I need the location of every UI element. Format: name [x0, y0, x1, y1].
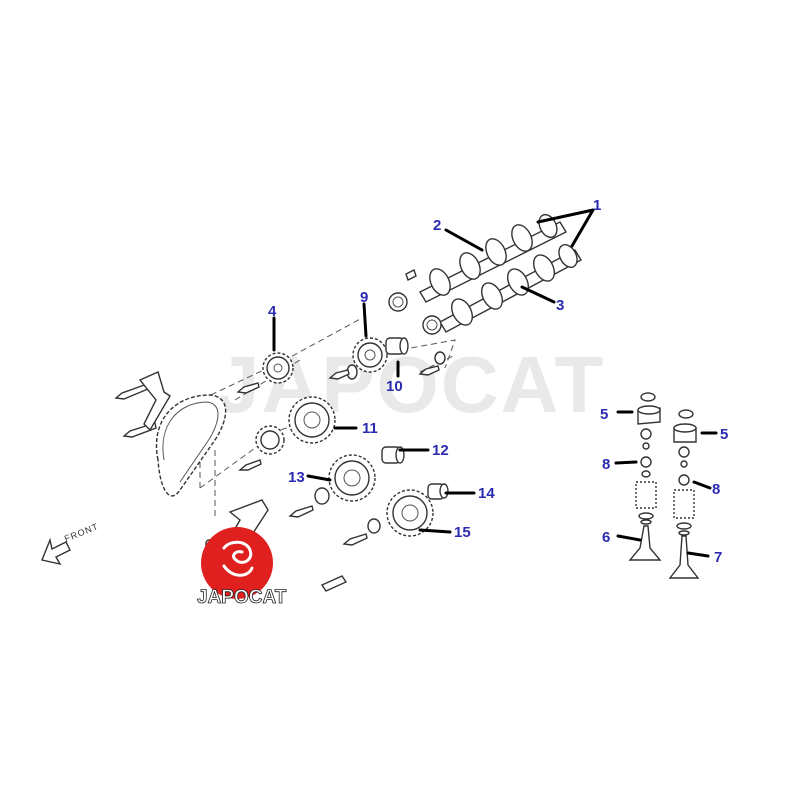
camshaft-exhaust-sprocket [422, 315, 442, 335]
callout-2: 2 [433, 217, 441, 234]
callout-15: 15 [454, 524, 471, 541]
callout-4: 4 [268, 303, 277, 320]
gear-part-15 [386, 489, 434, 537]
brand-logo: JAPOCAT [197, 527, 287, 608]
gear-part-13 [328, 454, 376, 502]
gear-small-left [255, 425, 285, 455]
callout-10: 10 [386, 378, 403, 395]
callout-14: 14 [478, 485, 495, 502]
callouts: 1 2 3 4 5 5 6 7 8 8 9 10 11 12 13 14 15 [268, 197, 728, 566]
front-direction-arrow: FRONT [41, 521, 100, 566]
gear-part-9 [352, 337, 388, 373]
gear-part-4 [262, 352, 294, 384]
callout-7: 7 [714, 549, 722, 566]
timing-chain [155, 394, 227, 497]
callout-11: 11 [362, 420, 378, 437]
callout-9: 9 [360, 289, 368, 306]
camshaft-exhaust [422, 244, 582, 335]
callout-5-left: 5 [600, 406, 608, 423]
callout-3: 3 [556, 297, 564, 314]
hub-part-14 [427, 483, 449, 500]
callout-5-right: 5 [720, 426, 728, 443]
hub-part-10 [385, 337, 409, 355]
callout-13: 13 [288, 469, 305, 486]
callout-12: 12 [432, 442, 449, 459]
callout-8-left: 8 [602, 456, 610, 473]
cat-mark-icon [222, 540, 254, 577]
gear-part-11 [288, 396, 336, 444]
front-label: FRONT [63, 521, 100, 544]
camshaft-intake-sprocket [388, 292, 408, 312]
hub-part-12 [381, 446, 405, 464]
callout-6: 6 [602, 529, 610, 546]
leader-lines [272, 208, 718, 558]
valve-assembly-left [628, 392, 662, 561]
valve-assembly-right [668, 409, 700, 579]
logo-text: JAPOCAT [197, 587, 287, 608]
callout-8-right: 8 [712, 481, 720, 498]
logo-circle [201, 527, 273, 599]
callout-1: 1 [593, 197, 601, 214]
